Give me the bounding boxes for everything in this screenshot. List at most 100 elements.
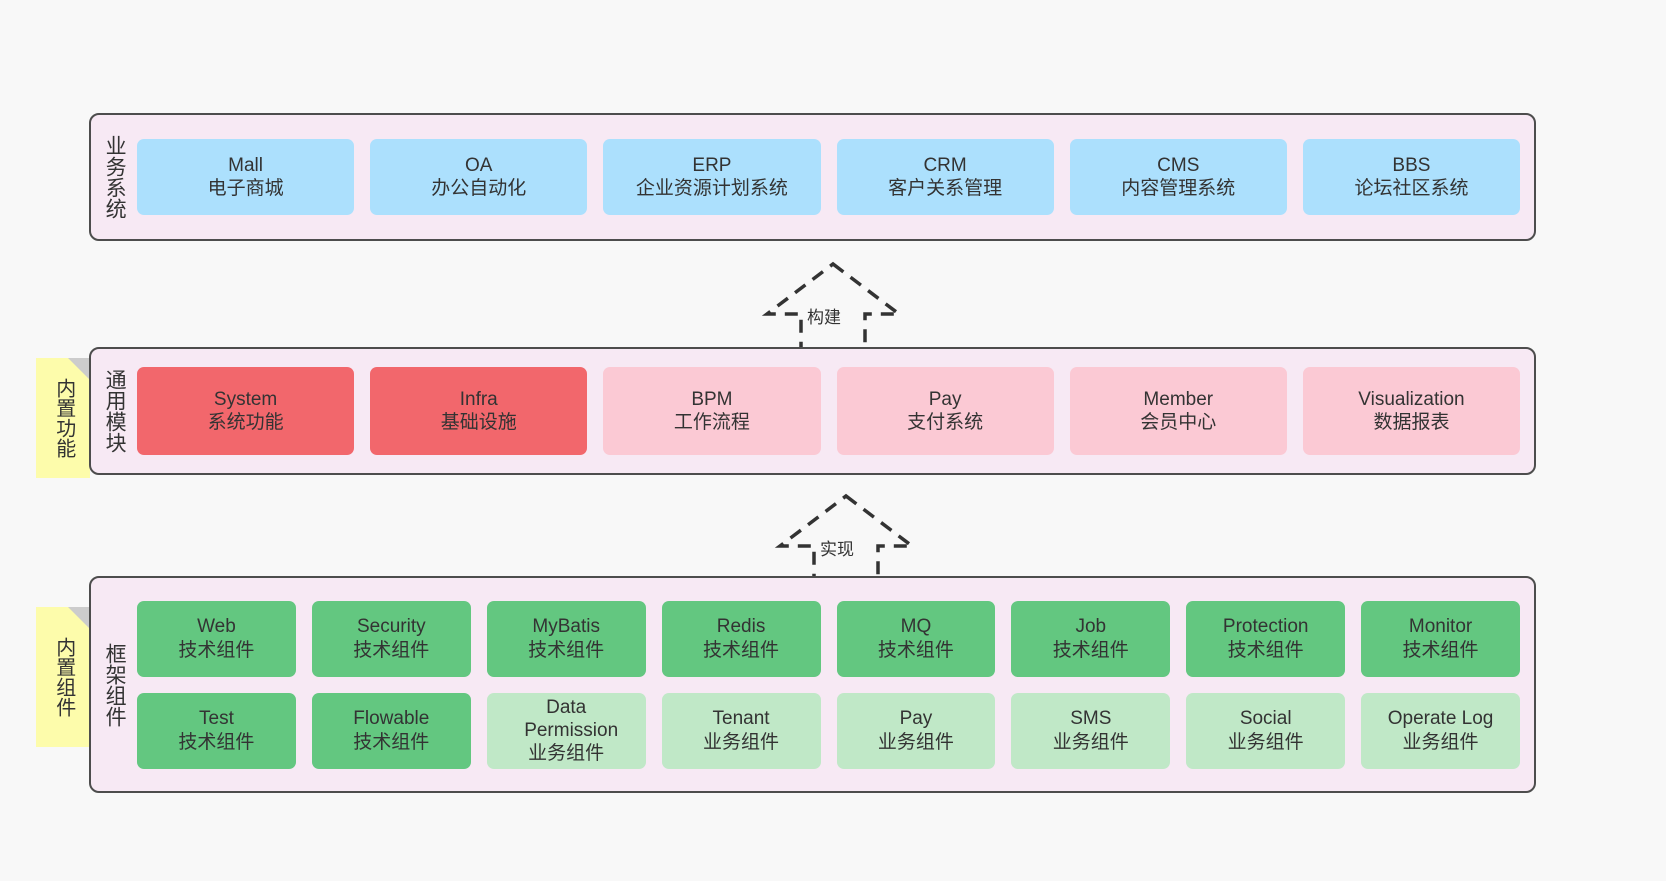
note-builtin-function: 内置功能	[36, 358, 90, 478]
card-web[interactable]: Web 技术组件	[137, 600, 296, 677]
card-flowable-en: Flowable	[353, 708, 430, 730]
card-erp-cn: 企业资源计划系统	[635, 178, 788, 199]
card-mq-cn: 技术组件	[877, 639, 954, 661]
card-operate-log-cn: 业务组件	[1402, 731, 1479, 753]
card-mybatis-en: MyBatis	[532, 616, 600, 638]
card-social[interactable]: Social 业务组件	[1186, 692, 1346, 769]
card-web-en: Web	[197, 616, 236, 638]
layer-title-common-module: 通用模块	[103, 369, 127, 453]
card-test[interactable]: Test 技术组件	[137, 692, 296, 769]
card-bpm-en: BPM	[691, 388, 733, 410]
card-operate-log-en: Operate Log	[1387, 708, 1494, 730]
card-visualization-cn: 数据报表	[1373, 412, 1450, 433]
layer-body-framework-component: Web 技术组件 Security 技术组件 MyBatis 技术组件 Redi…	[137, 578, 1534, 791]
card-tenant-cn: 业务组件	[703, 731, 780, 753]
card-tenant-en: Tenant	[712, 708, 770, 730]
card-tenant[interactable]: Tenant 业务组件	[661, 692, 821, 769]
card-test-en: Test	[199, 708, 234, 730]
card-bbs-cn: 论坛社区系统	[1354, 178, 1469, 199]
note-builtin-function-label: 内置功能	[52, 378, 75, 458]
card-job-en: Job	[1075, 616, 1107, 638]
layer-body-common-module: System 系统功能 Infra 基础设施 BPM 工作流程 Pay 支付系统…	[137, 349, 1534, 473]
note-builtin-component-label: 内置组件	[52, 637, 75, 717]
card-mybatis-cn: 技术组件	[528, 639, 605, 661]
layer-framework-component: 框架组件 Web 技术组件 Security 技术组件 MyBatis 技术组件…	[89, 576, 1536, 793]
card-erp[interactable]: ERP 企业资源计划系统	[603, 139, 821, 215]
card-redis[interactable]: Redis 技术组件	[661, 600, 821, 677]
card-mybatis[interactable]: MyBatis 技术组件	[486, 600, 646, 677]
layer-business-system: 业务系统 Mall 电子商城 OA 办公自动化 ERP 企业资源计划系统 CRM…	[89, 113, 1536, 241]
card-monitor[interactable]: Monitor 技术组件	[1361, 600, 1520, 677]
layer-body-business-system: Mall 电子商城 OA 办公自动化 ERP 企业资源计划系统 CRM 客户关系…	[137, 115, 1534, 239]
card-sms-en: SMS	[1070, 708, 1112, 730]
card-data-permission-cn: 业务组件	[528, 743, 605, 765]
card-mq-en: MQ	[900, 616, 932, 638]
card-data-permission-en: Data Permission	[524, 696, 619, 741]
card-system[interactable]: System 系统功能	[137, 367, 355, 455]
card-mall[interactable]: Mall 电子商城	[137, 139, 355, 215]
card-social-cn: 业务组件	[1227, 731, 1304, 753]
card-system-en: System	[213, 388, 278, 410]
layer-common-module: 通用模块 System 系统功能 Infra 基础设施 BPM 工作流程 Pay…	[89, 347, 1536, 475]
framework-business-row: Test 技术组件 Flowable 技术组件 Data Permission …	[137, 692, 1520, 769]
card-security-en: Security	[356, 616, 426, 638]
card-data-permission[interactable]: Data Permission 业务组件	[486, 692, 646, 769]
card-pay-component[interactable]: Pay 业务组件	[836, 692, 996, 769]
common-card-row: System 系统功能 Infra 基础设施 BPM 工作流程 Pay 支付系统…	[137, 367, 1521, 455]
note-builtin-component: 内置组件	[36, 607, 90, 747]
card-cms-cn: 内容管理系统	[1121, 178, 1236, 199]
card-pay-module[interactable]: Pay 支付系统	[836, 367, 1054, 455]
card-security-cn: 技术组件	[353, 639, 430, 661]
business-card-row: Mall 电子商城 OA 办公自动化 ERP 企业资源计划系统 CRM 客户关系…	[137, 139, 1521, 215]
card-bbs[interactable]: BBS 论坛社区系统	[1302, 139, 1521, 215]
card-redis-cn: 技术组件	[703, 639, 780, 661]
card-test-cn: 技术组件	[178, 731, 255, 753]
card-monitor-en: Monitor	[1408, 616, 1473, 638]
layer-title-business-system: 业务系统	[103, 135, 127, 219]
card-job[interactable]: Job 技术组件	[1011, 600, 1171, 677]
card-mq[interactable]: MQ 技术组件	[836, 600, 996, 677]
card-oa[interactable]: OA 办公自动化	[370, 139, 588, 215]
card-sms-cn: 业务组件	[1052, 731, 1129, 753]
note-fold-icon	[68, 358, 90, 380]
card-web-cn: 技术组件	[178, 639, 255, 661]
connector-implement-label: 实现	[820, 540, 854, 559]
card-system-cn: 系统功能	[207, 412, 284, 433]
card-redis-en: Redis	[716, 616, 766, 638]
note-fold-icon-2	[68, 607, 90, 629]
card-operate-log[interactable]: Operate Log 业务组件	[1361, 692, 1520, 769]
card-erp-en: ERP	[692, 154, 732, 176]
card-bpm-cn: 工作流程	[673, 412, 750, 433]
card-member-en: Member	[1143, 388, 1214, 410]
card-flowable[interactable]: Flowable 技术组件	[311, 692, 471, 769]
card-mall-cn: 电子商城	[207, 178, 284, 199]
card-social-en: Social	[1239, 708, 1292, 730]
card-infra-en: Infra	[459, 388, 498, 410]
card-flowable-cn: 技术组件	[353, 731, 430, 753]
layer-title-framework-component: 框架组件	[103, 642, 127, 727]
card-member-cn: 会员中心	[1140, 412, 1217, 433]
card-bbs-en: BBS	[1392, 154, 1431, 176]
card-visualization-en: Visualization	[1358, 388, 1465, 410]
card-infra-cn: 基础设施	[440, 412, 517, 433]
connector-implement-arrow: 实现	[770, 490, 920, 590]
card-pay-module-cn: 支付系统	[907, 412, 984, 433]
card-cms-en: CMS	[1157, 154, 1200, 176]
card-cms[interactable]: CMS 内容管理系统	[1069, 139, 1287, 215]
card-sms[interactable]: SMS 业务组件	[1011, 692, 1171, 769]
card-protection-cn: 技术组件	[1227, 639, 1304, 661]
card-member[interactable]: Member 会员中心	[1069, 367, 1287, 455]
card-bpm[interactable]: BPM 工作流程	[603, 367, 821, 455]
card-visualization[interactable]: Visualization 数据报表	[1302, 367, 1521, 455]
card-crm-cn: 客户关系管理	[888, 178, 1003, 199]
card-crm[interactable]: CRM 客户关系管理	[836, 139, 1054, 215]
card-infra[interactable]: Infra 基础设施	[370, 367, 588, 455]
card-protection[interactable]: Protection 技术组件	[1186, 600, 1346, 677]
card-protection-en: Protection	[1222, 616, 1309, 638]
card-oa-cn: 办公自动化	[431, 178, 527, 199]
connector-build-arrow: 构建	[757, 258, 907, 358]
card-pay-component-en: Pay	[899, 708, 933, 730]
framework-tech-row: Web 技术组件 Security 技术组件 MyBatis 技术组件 Redi…	[137, 600, 1520, 677]
card-security[interactable]: Security 技术组件	[311, 600, 471, 677]
